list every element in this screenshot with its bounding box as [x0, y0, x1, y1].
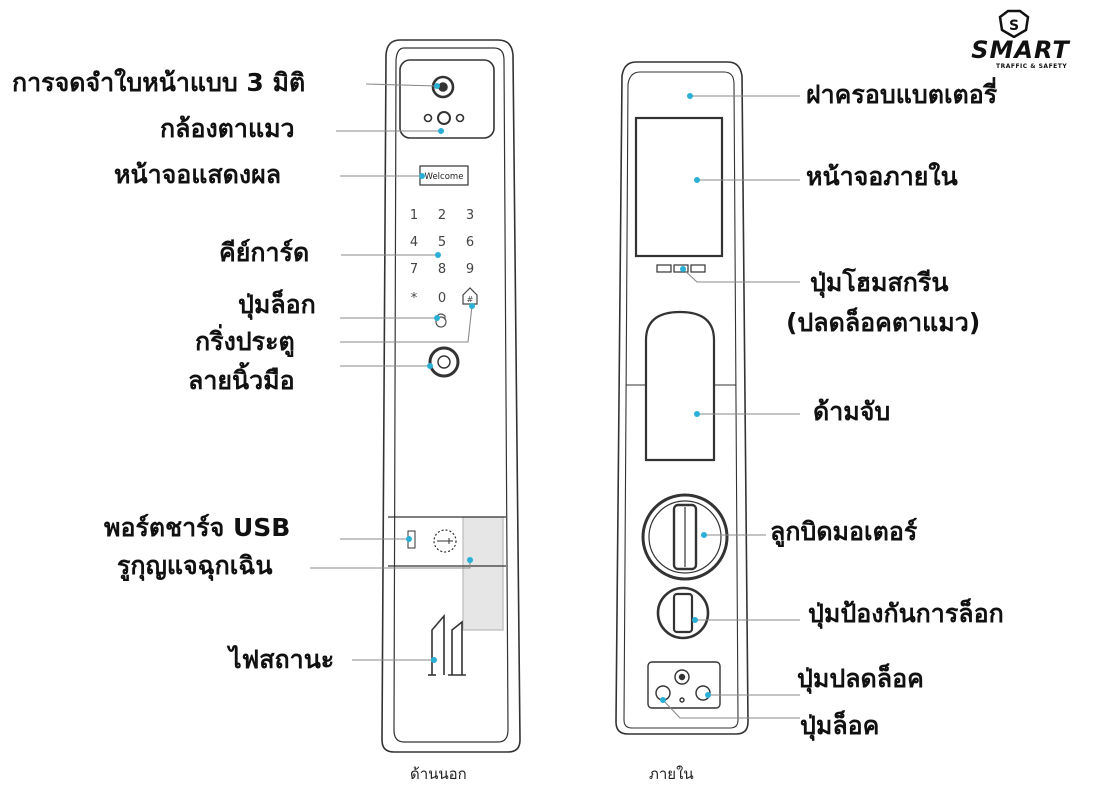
label-key-card: คีย์การ์ด [219, 238, 310, 267]
label-status-light: ไฟสถานะ [229, 645, 335, 674]
display-text: Welcome [425, 172, 464, 182]
keypad: 1 2 3 4 5 6 7 8 9 * 0 [410, 208, 474, 306]
label-display: หน้าจอแสดงผล [114, 160, 282, 189]
key-hash[interactable]: # [467, 295, 474, 304]
label-lock-button: ปุ่มล็อก [238, 290, 316, 319]
outside-panel [381, 39, 521, 753]
label-home-button: ปุ่มโฮมสกรีน [810, 268, 949, 297]
label-doorbell: กริ่งประตู [195, 327, 295, 356]
label-lock-button-inside: ปุ่มล็อค [800, 711, 880, 740]
motor-knob[interactable] [641, 493, 729, 581]
key-2[interactable]: 2 [438, 208, 446, 223]
smart-logo: S SMART TRAFFIC & SAFETY [948, 8, 1093, 70]
key-7[interactable]: 7 [410, 262, 418, 277]
handle[interactable] [626, 310, 736, 462]
label-usb-port: พอร์ตชาร์จ USB [104, 513, 291, 542]
key-0[interactable]: 0 [438, 291, 446, 306]
label-motor-knob: ลูกบิดมอเตอร์ [770, 517, 918, 546]
key-3[interactable]: 3 [466, 208, 474, 223]
bottom-cover [388, 516, 506, 631]
key-6[interactable]: 6 [466, 235, 474, 250]
face-camera-module [399, 59, 495, 139]
label-peephole-camera: กล้องตาแมว [160, 114, 295, 143]
key-1[interactable]: 1 [410, 208, 418, 223]
logo-tagline: TRAFFIC & SAFETY [996, 63, 1068, 70]
label-inner-screen: หน้าจอภายใน [806, 162, 958, 191]
key-9[interactable]: 9 [466, 262, 474, 277]
fingerprint-icon[interactable] [428, 346, 460, 378]
key-5[interactable]: 5 [438, 235, 446, 250]
anti-lock-knob[interactable] [656, 586, 710, 640]
shield-icon: S [998, 9, 1030, 38]
key-star[interactable]: * [411, 291, 418, 306]
doorbell-icon[interactable] [462, 287, 478, 305]
label-fingerprint: ลายนิ้วมือ [188, 366, 295, 395]
status-light-icon [428, 613, 466, 676]
label-emergency-key: รูกุญแจฉุกเฉิน [117, 551, 273, 580]
label-battery-cover: ฝาครอบแบตเตอรี่ [806, 80, 998, 109]
key-8[interactable]: 8 [438, 262, 446, 277]
inside-bottom-buttons[interactable] [647, 661, 721, 709]
label-anti-lock-button: ปุ่มป้องกันการล็อก [808, 599, 1004, 628]
indicator-dots [406, 83, 711, 703]
key-4[interactable]: 4 [410, 235, 418, 250]
leader-lines [310, 83, 800, 719]
label-home-button-note: (ปลดล็อคตาแมว) [786, 308, 981, 337]
inner-screen [634, 116, 724, 258]
label-handle: ด้ามจับ [813, 397, 891, 426]
logo-emblem-letter: S [1009, 18, 1019, 34]
keyhole-icon [433, 529, 457, 553]
label-face-3d: การจดจำใบหน้าแบบ 3 มิติ [12, 68, 306, 97]
label-unlock-button: ปุ่มปลดล็อค [797, 664, 924, 693]
caption-inside: ภายใน [649, 765, 694, 783]
logo-brand: SMART [971, 36, 1070, 64]
caption-outside: ด้านนอก [410, 765, 467, 783]
